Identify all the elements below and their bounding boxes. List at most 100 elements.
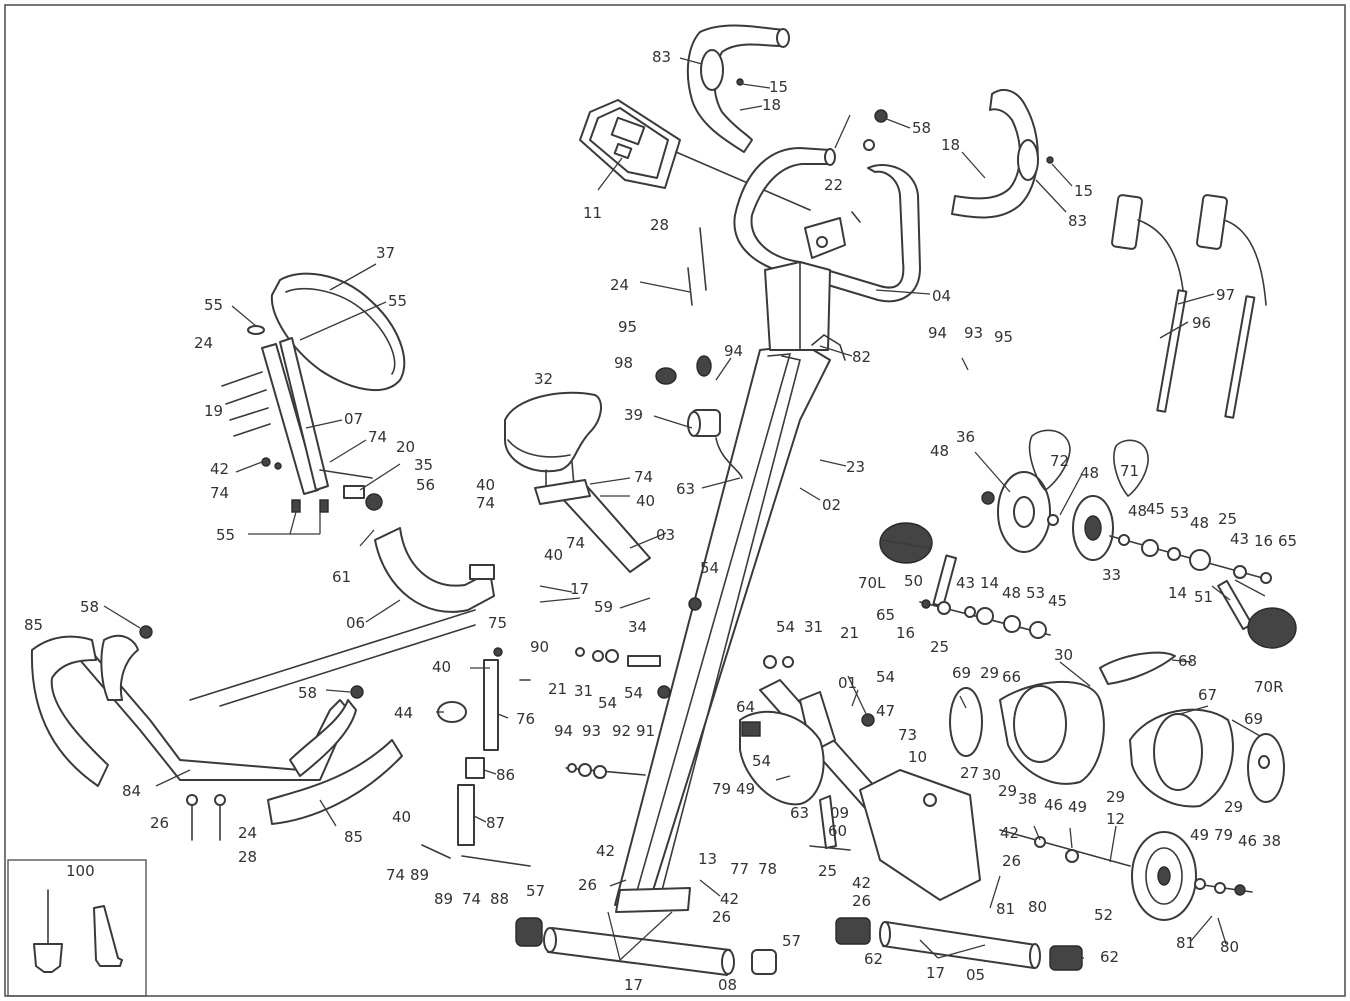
label-66: 66 — [1002, 668, 1021, 686]
label-24: 24 — [238, 824, 257, 842]
label-23: 23 — [846, 458, 865, 476]
pedal-right-70R — [1247, 607, 1297, 649]
label-49: 49 — [1068, 798, 1087, 816]
label-54: 54 — [624, 684, 643, 702]
label-64: 64 — [736, 698, 755, 716]
label-31: 31 — [804, 618, 823, 636]
label-03: 03 — [656, 526, 675, 544]
label-81: 81 — [1176, 934, 1195, 952]
label-40: 40 — [392, 808, 411, 826]
label-52: 52 — [1094, 906, 1113, 924]
label-84: 84 — [122, 782, 141, 800]
shifter-lever-09 — [809, 795, 851, 851]
label-95: 95 — [618, 318, 637, 336]
label-21: 21 — [548, 680, 567, 698]
label-93: 93 — [582, 722, 601, 740]
label-42: 42 — [720, 890, 739, 908]
label-100: 100 — [66, 862, 95, 880]
handlebar-frame — [733, 147, 921, 303]
label-65: 65 — [876, 606, 895, 624]
pedal-left-70L — [879, 522, 933, 564]
label-73: 73 — [898, 726, 917, 744]
label-76: 76 — [516, 710, 535, 728]
label-95: 95 — [994, 328, 1013, 346]
tool-inset-box — [7, 859, 147, 997]
label-74: 74 — [566, 534, 585, 552]
label-48: 48 — [1080, 464, 1099, 482]
label-45: 45 — [1146, 500, 1165, 518]
label-04: 04 — [932, 287, 951, 305]
label-40: 40 — [544, 546, 563, 564]
label-61: 61 — [332, 568, 351, 586]
label-74: 74 — [462, 890, 481, 908]
label-48: 48 — [1128, 502, 1147, 520]
label-05: 05 — [966, 966, 985, 984]
label-90: 90 — [530, 638, 549, 656]
label-92: 92 — [612, 722, 631, 740]
label-31: 31 — [574, 682, 593, 700]
label-25: 25 — [1218, 510, 1237, 528]
label-83: 83 — [1068, 212, 1087, 230]
label-87: 87 — [486, 814, 505, 832]
axle-hardware-right — [1109, 534, 1272, 584]
label-69: 69 — [952, 664, 971, 682]
label-08: 08 — [718, 976, 737, 994]
flywheel-housing-plate — [739, 710, 825, 806]
label-74: 74 — [210, 484, 229, 502]
drive-belt-72 — [1028, 429, 1071, 491]
label-51: 51 — [1194, 588, 1213, 606]
label-53: 53 — [1170, 504, 1189, 522]
label-14: 14 — [1168, 584, 1187, 602]
label-35: 35 — [414, 456, 433, 474]
label-54: 54 — [752, 752, 771, 770]
label-42: 42 — [210, 460, 229, 478]
label-27: 27 — [960, 764, 979, 782]
seat-slider-post — [534, 479, 651, 573]
label-17: 17 — [570, 580, 589, 598]
label-85: 85 — [24, 616, 43, 634]
hardware-cluster-centre — [565, 597, 875, 779]
drive-belt-71 — [1113, 439, 1149, 498]
label-09: 09 — [830, 804, 849, 822]
label-62: 62 — [1100, 948, 1119, 966]
label-57: 57 — [526, 882, 545, 900]
label-58: 58 — [912, 119, 931, 137]
label-33: 33 — [1102, 566, 1121, 584]
end-cap-58-icon — [874, 109, 888, 123]
label-26: 26 — [852, 892, 871, 910]
label-36: 36 — [956, 428, 975, 446]
flywheel-52 — [1131, 831, 1197, 921]
label-71: 71 — [1120, 462, 1139, 480]
backrest-bolts — [221, 325, 373, 513]
label-02: 02 — [822, 496, 841, 514]
label-48: 48 — [1002, 584, 1021, 602]
label-26: 26 — [150, 814, 169, 832]
handlebar-grip-left — [686, 24, 790, 153]
label-13: 13 — [698, 850, 717, 868]
label-29: 29 — [980, 664, 999, 682]
label-29: 29 — [1224, 798, 1243, 816]
label-42: 42 — [852, 874, 871, 892]
label-40: 40 — [432, 658, 451, 676]
label-24: 24 — [610, 276, 629, 294]
label-57: 57 — [782, 932, 801, 950]
label-18: 18 — [941, 136, 960, 154]
label-30: 30 — [1054, 646, 1073, 664]
label-98: 98 — [614, 354, 633, 372]
label-38: 38 — [1018, 790, 1037, 808]
label-62: 62 — [864, 950, 883, 968]
label-91: 91 — [636, 722, 655, 740]
label-70L: 70L — [858, 574, 886, 592]
label-55: 55 — [204, 296, 223, 314]
label-74: 74 — [368, 428, 387, 446]
label-50: 50 — [904, 572, 923, 590]
label-97: 97 — [1216, 286, 1235, 304]
screw-15-left-icon — [736, 78, 744, 86]
label-74: 74 — [476, 494, 495, 512]
label-55: 55 — [388, 292, 407, 310]
label-46: 46 — [1044, 796, 1063, 814]
leader-lines — [103, 57, 1266, 961]
label-88: 88 — [490, 890, 509, 908]
label-94: 94 — [928, 324, 947, 342]
